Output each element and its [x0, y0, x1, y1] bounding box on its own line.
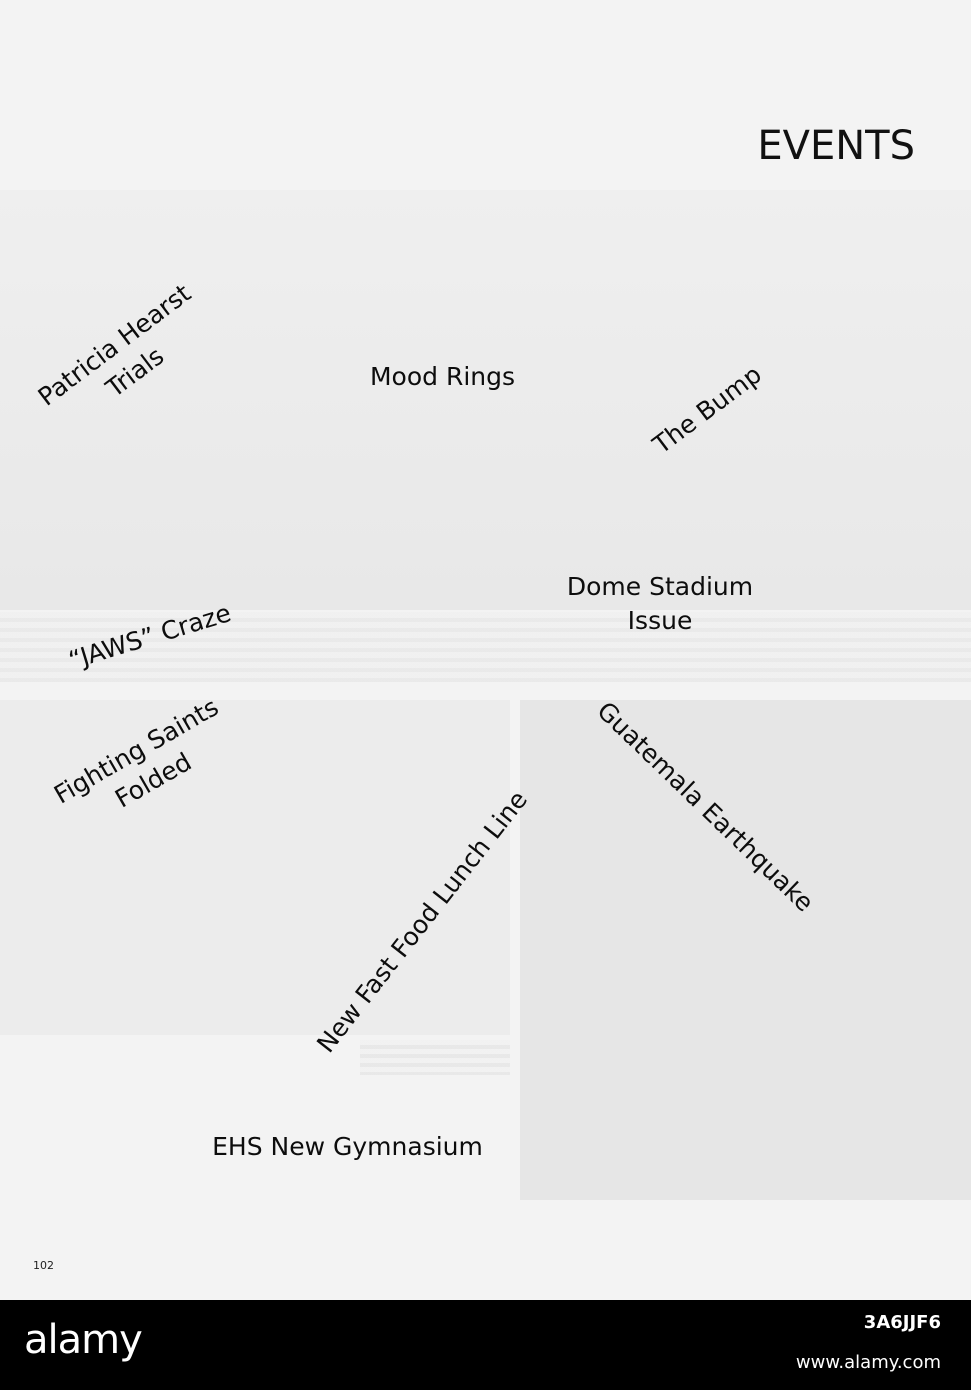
image-id: 3A6JJF6 — [863, 1312, 941, 1333]
show-through-photo — [0, 190, 971, 610]
event-ehs-gymnasium: EHS New Gymnasium — [175, 1130, 520, 1164]
event-mood-rings: Mood Rings — [340, 360, 545, 394]
show-through-photo — [0, 700, 510, 1035]
show-through-photo — [520, 700, 971, 1200]
event-dome-stadium: Dome Stadium Issue — [545, 570, 775, 638]
show-through-caption — [0, 612, 971, 682]
watermark-footer: alamy 3A6JJF6 www.alamy.com — [0, 1300, 971, 1390]
site-url: www.alamy.com — [795, 1352, 941, 1373]
event-line: Mood Rings — [369, 362, 516, 391]
event-line: Issue — [627, 606, 693, 635]
event-line: EHS New Gymnasium — [212, 1132, 483, 1161]
brand-logo: alamy — [24, 1317, 143, 1363]
page-number: 102 — [33, 1259, 54, 1272]
show-through-caption — [360, 1040, 510, 1075]
page-title: EVENTS — [757, 123, 915, 169]
yearbook-page: EVENTS Patricia Hearst Trials Mood Rings… — [0, 0, 971, 1300]
event-line: Dome Stadium — [566, 572, 754, 601]
